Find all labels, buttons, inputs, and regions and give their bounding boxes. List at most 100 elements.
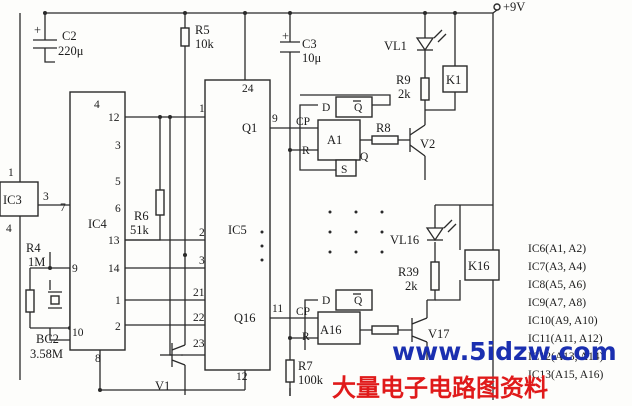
ic-list-item: IC12(A13, A14) bbox=[528, 351, 604, 363]
c2-name: C2 bbox=[62, 29, 77, 43]
ic3-label: IC3 bbox=[3, 193, 22, 207]
ic5-chip: IC5 1 24 2 3 21 22 23 12 9 11 Q1 Q16 bbox=[193, 79, 283, 383]
ic-list-item: IC11(A11, A12) bbox=[528, 333, 603, 345]
resistor-r39: R39 2k bbox=[398, 261, 440, 293]
a1-r: R bbox=[302, 145, 310, 157]
led-vl16: VL16 bbox=[390, 219, 457, 247]
a16-label: A16 bbox=[320, 323, 342, 337]
transistor-v1: V1 bbox=[155, 343, 186, 393]
ic5-pin11: 11 bbox=[272, 303, 283, 315]
ic4-pin10: 10 bbox=[72, 327, 84, 339]
ic5-pin3: 3 bbox=[199, 255, 205, 267]
r5-value: 10k bbox=[195, 37, 215, 51]
ic5-q1: Q1 bbox=[242, 121, 257, 135]
r39-value: 2k bbox=[405, 279, 418, 293]
a16-r: R bbox=[302, 331, 310, 343]
capacitor-c2: + C2 220μ bbox=[33, 23, 84, 58]
ic5-pin23: 23 bbox=[193, 338, 205, 350]
r4-name: R4 bbox=[26, 241, 41, 255]
a1-d: D bbox=[322, 102, 330, 114]
ic4-label: IC4 bbox=[88, 217, 108, 231]
vl1-label: VL1 bbox=[384, 39, 407, 53]
capacitor-c3: + C3 10μ bbox=[280, 29, 322, 65]
ic3-pin4: 4 bbox=[6, 223, 12, 235]
ic4-chip: IC4 4 12 3 5 6 7 13 14 1 2 9 10 8 bbox=[60, 91, 126, 365]
c3-value: 10μ bbox=[302, 51, 322, 65]
crystal-bc2: BC2 3.58M bbox=[30, 291, 63, 361]
ic4-pin14: 14 bbox=[108, 263, 120, 275]
flipflop-a1: D Q CP R Q S A1 bbox=[296, 96, 373, 177]
relay-k1: K1 bbox=[442, 65, 468, 93]
ic4-pin4: 4 bbox=[94, 99, 100, 111]
ic3-pin3: 3 bbox=[43, 191, 49, 203]
supply-terminal bbox=[493, 3, 501, 11]
a16-cp: CP bbox=[296, 306, 310, 318]
watermark-url: www.5idzw.com bbox=[392, 337, 617, 366]
ic5-pin12: 12 bbox=[236, 371, 248, 383]
k1-label: K1 bbox=[446, 73, 461, 87]
v2-label: V2 bbox=[420, 137, 435, 151]
resistor-r7: R7 100k bbox=[285, 359, 324, 387]
transistor-v2: V2 bbox=[420, 137, 435, 151]
relay-k16: K16 bbox=[464, 249, 500, 281]
r9-value: 2k bbox=[398, 87, 411, 101]
a1-qbar: Q bbox=[354, 102, 363, 114]
ic4-pin13: 13 bbox=[108, 235, 120, 247]
ic4-pin12: 12 bbox=[108, 112, 120, 124]
resistor-r8: R8 bbox=[371, 121, 399, 145]
a1-cp: CP bbox=[296, 116, 310, 128]
ic5-label: IC5 bbox=[228, 223, 247, 237]
ic5-pin21: 21 bbox=[193, 287, 205, 299]
ic4-pin3: 3 bbox=[115, 140, 121, 152]
led-vl1: VL1 bbox=[384, 29, 447, 53]
c2-value: 220μ bbox=[58, 44, 84, 58]
ic4-pin8: 8 bbox=[95, 353, 101, 365]
k16-label: K16 bbox=[468, 259, 490, 273]
flipflop-a16: D Q CP R A16 bbox=[296, 289, 399, 345]
ic-list-item: IC8(A5, A6) bbox=[528, 279, 586, 291]
ic4-pin9: 9 bbox=[72, 263, 78, 275]
ic-list: IC6(A1, A2) IC7(A3, A4) IC8(A5, A6) IC9(… bbox=[528, 243, 604, 381]
ic5-pin1: 1 bbox=[199, 103, 205, 115]
svg-text:+: + bbox=[34, 23, 41, 37]
ic5-pin24: 24 bbox=[242, 83, 254, 95]
ic5-pin2: 2 bbox=[199, 227, 205, 239]
supply-label: +9V bbox=[503, 0, 525, 14]
ic3-chip: IC3 1 3 4 bbox=[0, 167, 49, 235]
v1-label: V1 bbox=[155, 379, 170, 393]
bc2-name: BC2 bbox=[36, 332, 59, 346]
resistor-r4: R4 1M bbox=[25, 241, 45, 313]
watermark: www.5idzw.com 大量电子电路图资料 bbox=[332, 337, 617, 402]
ic4-pin1: 1 bbox=[115, 295, 121, 307]
a1-label: A1 bbox=[327, 133, 342, 147]
ic5-pin22: 22 bbox=[193, 312, 205, 324]
c3-name: C3 bbox=[302, 37, 317, 51]
r8-name: R8 bbox=[376, 121, 391, 135]
junctions bbox=[43, 11, 457, 392]
a1-q: Q bbox=[360, 151, 369, 163]
a1-s: S bbox=[341, 164, 347, 176]
bc2-value: 3.58M bbox=[30, 347, 63, 361]
ic4-pin6: 6 bbox=[115, 203, 121, 215]
a16-d: D bbox=[322, 295, 330, 307]
ic5-q16: Q16 bbox=[234, 311, 256, 325]
ic4-pin2: 2 bbox=[115, 321, 121, 333]
ic-list-item: IC6(A1, A2) bbox=[528, 243, 586, 255]
watermark-cn: 大量电子电路图资料 bbox=[332, 374, 548, 402]
ic-list-item: IC10(A9, A10) bbox=[528, 315, 598, 327]
a16-qbar: Q bbox=[354, 295, 363, 307]
resistor-r6: R6 51k bbox=[130, 189, 165, 237]
r6-name: R6 bbox=[134, 209, 149, 223]
ic4-pin5: 5 bbox=[115, 176, 121, 188]
v17-label: V17 bbox=[428, 327, 450, 341]
r7-value: 100k bbox=[298, 373, 324, 387]
transistor-v17: V17 bbox=[411, 317, 450, 343]
resistor-r9: R9 2k bbox=[396, 73, 430, 101]
vl16-label: VL16 bbox=[390, 233, 419, 247]
r5-name: R5 bbox=[195, 23, 210, 37]
ic-list-item: IC13(A15, A16) bbox=[528, 369, 604, 381]
r6-value: 51k bbox=[130, 223, 150, 237]
r7-name: R7 bbox=[298, 359, 313, 373]
